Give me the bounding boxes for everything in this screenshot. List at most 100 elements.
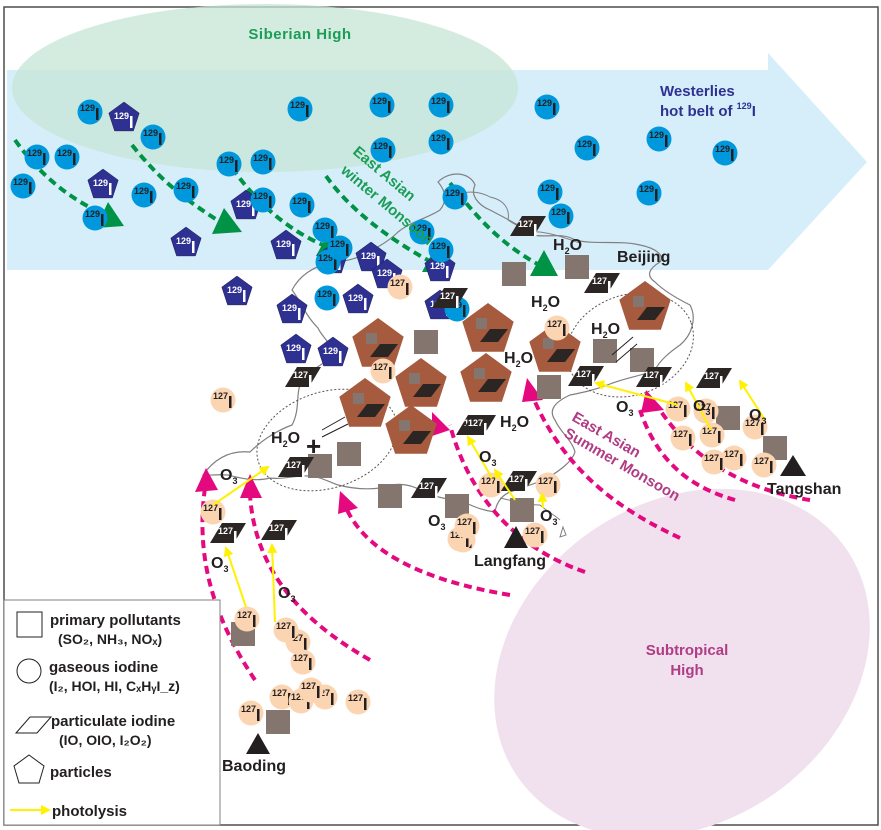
iodine-symbol bbox=[331, 693, 334, 705]
westerlies-label-line2: hot belt of 129I bbox=[660, 101, 756, 120]
isotope-mass-label: 129 bbox=[27, 148, 42, 158]
iodine-symbol bbox=[29, 182, 32, 194]
uptake-arrows bbox=[321, 336, 638, 438]
isotope-mass-label: 129 bbox=[317, 289, 332, 299]
isotope-mass-label: 127 bbox=[547, 319, 562, 329]
aged-particle bbox=[352, 318, 404, 367]
gaseous-iodine-127: 127 bbox=[370, 358, 396, 384]
gaseous-iodine-129: 129 bbox=[428, 129, 454, 155]
iodine-symbol bbox=[389, 367, 392, 379]
aged-particle bbox=[529, 323, 581, 372]
iodine-symbol bbox=[497, 481, 500, 493]
isotope-mass-label: 129 bbox=[80, 103, 95, 113]
gaseous-iodine-127: 127 bbox=[387, 274, 413, 300]
iodine-symbol bbox=[150, 191, 153, 203]
iodine-symbol bbox=[446, 266, 449, 278]
gaseous-iodine-129: 129 bbox=[646, 126, 672, 152]
isotope-mass-label: 129 bbox=[377, 268, 392, 278]
iodine-symbol bbox=[243, 290, 246, 302]
iodine-symbol bbox=[306, 105, 309, 117]
isotope-mass-label: 129 bbox=[639, 184, 654, 194]
isotope-mass-label: 129 bbox=[134, 186, 149, 196]
isotope-mass-label: 129 bbox=[13, 177, 28, 187]
isotope-mass-label: 127 bbox=[218, 526, 233, 536]
isotope-mass-label: 127 bbox=[213, 391, 228, 401]
isotope-mass-label: 129 bbox=[577, 139, 592, 149]
photolysis-arrow bbox=[223, 546, 247, 608]
iodine-symbol bbox=[592, 374, 595, 386]
legend-pollutants-detail: (SO₂, NH₃, NOₓ) bbox=[58, 631, 162, 647]
legend-pentagon-icon bbox=[13, 754, 45, 784]
particulate-iodine-127: 127 bbox=[285, 367, 321, 387]
iodine-symbol bbox=[463, 305, 466, 317]
iodine-symbol bbox=[308, 201, 311, 213]
water-label: H2O bbox=[591, 321, 620, 340]
isotope-mass-label: 127 bbox=[644, 370, 659, 380]
primary-pollutant bbox=[565, 255, 589, 279]
iodine-symbol bbox=[461, 193, 464, 205]
iodine-symbol bbox=[298, 308, 301, 320]
isotope-mass-label: 127 bbox=[702, 426, 717, 436]
isotope-mass-label: 127 bbox=[745, 418, 760, 428]
particulate-iodine-127: 127 bbox=[501, 471, 537, 491]
isotope-mass-label: 129 bbox=[431, 96, 446, 106]
iodine-symbol bbox=[334, 258, 337, 270]
iodine-symbol bbox=[235, 160, 238, 172]
gaseous-iodine-127: 127 bbox=[200, 499, 226, 525]
particulate-iodine-127: 127 bbox=[636, 367, 672, 387]
isotope-mass-label: 127 bbox=[419, 481, 434, 491]
particulate-iodine-127: 127 bbox=[460, 415, 496, 435]
summer-arrowhead-3 bbox=[338, 491, 358, 514]
photolysis-arrow bbox=[685, 381, 712, 431]
legend-particulate-label: particulate iodine bbox=[51, 713, 175, 730]
isotope-mass-label: 127 bbox=[673, 429, 688, 439]
particulate-iodine-127: 127 bbox=[696, 368, 732, 388]
gaseous-iodine-129: 129 bbox=[314, 285, 340, 311]
map-inner-boundary bbox=[447, 191, 581, 538]
iodine-symbol bbox=[346, 244, 349, 256]
isotope-mass-label: 127 bbox=[518, 219, 533, 229]
photolysis-arrow bbox=[594, 380, 679, 406]
gaseous-iodine-129: 129 bbox=[131, 182, 157, 208]
iodine-symbol bbox=[534, 224, 537, 236]
isotope-mass-label: 127 bbox=[390, 278, 405, 288]
winter-arrow-2 bbox=[130, 143, 227, 227]
photolysis-arrow bbox=[212, 465, 270, 506]
iodine-symbol bbox=[192, 241, 195, 253]
ozone-label: O3 bbox=[428, 513, 445, 532]
isotope-mass-label: 129 bbox=[431, 133, 446, 143]
isotope-mass-label: 127 bbox=[468, 418, 483, 428]
isotope-mass-label: 129 bbox=[143, 128, 158, 138]
gaseous-iodine-129: 129 bbox=[250, 149, 276, 175]
plus-sign: + bbox=[306, 431, 321, 461]
gaseous-iodine-129: 129 bbox=[428, 237, 454, 263]
gaseous-iodine-129: 129 bbox=[250, 187, 276, 213]
photolysis-arrow bbox=[537, 492, 548, 509]
isotope-mass-label: 127 bbox=[525, 526, 540, 536]
gaseous-iodine-129: 129 bbox=[636, 180, 662, 206]
iodine-symbol bbox=[388, 101, 391, 113]
iodine-symbol bbox=[660, 375, 663, 387]
isotope-mass-label: 129 bbox=[253, 153, 268, 163]
uptake-arrow-beijing-1 bbox=[611, 336, 634, 356]
particulate-iodine-127: 127 bbox=[278, 457, 314, 477]
iodine-symbol bbox=[731, 149, 734, 161]
isotope-mass-label: 129 bbox=[445, 188, 460, 198]
iodine-symbol bbox=[292, 244, 295, 256]
legend-photolysis-label: photolysis bbox=[52, 803, 127, 820]
winter-arrow-4 bbox=[324, 174, 436, 266]
legend-gaseous-detail: (I₂, HOI, HI, CₓHᵧI_z) bbox=[49, 678, 180, 694]
isotope-mass-label: 129 bbox=[537, 98, 552, 108]
isotope-mass-label: 127 bbox=[592, 276, 607, 286]
iodine-symbol bbox=[285, 528, 288, 540]
tangshan-marker-icon bbox=[780, 455, 806, 476]
isotope-mass-label: 127 bbox=[203, 503, 218, 513]
subtropical-high-label-line2: High bbox=[670, 662, 703, 679]
primary-pollutant-squares bbox=[231, 255, 787, 734]
gaseous-iodine-127: 127 bbox=[234, 606, 260, 632]
iodine-symbol bbox=[307, 697, 310, 709]
particle-iodine-129: 129 bbox=[355, 241, 387, 272]
summer-arrow-6 bbox=[638, 409, 736, 502]
particle-iodine-129: 129 bbox=[87, 168, 119, 199]
